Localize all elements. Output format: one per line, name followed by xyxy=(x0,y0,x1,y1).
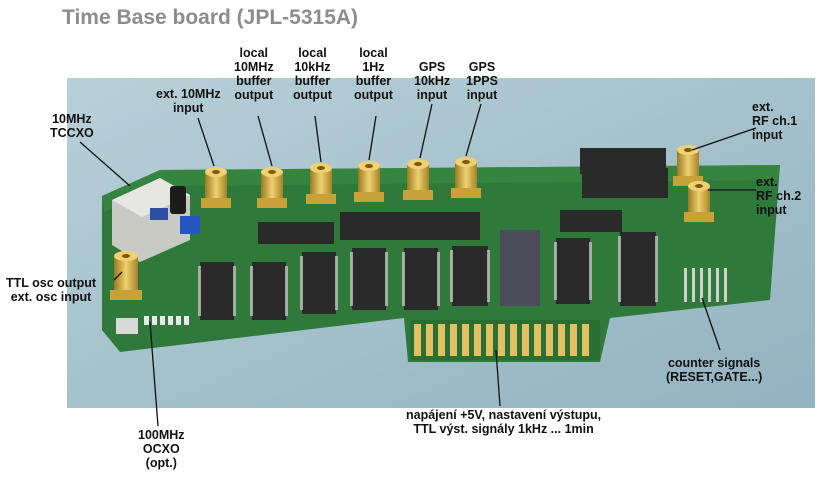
label-counter-signals: counter signals(RESET,GATE...) xyxy=(666,356,763,384)
page-title: Time Base board (JPL-5315A) xyxy=(62,6,359,29)
sma-connectors xyxy=(110,145,714,300)
ic-chips xyxy=(200,148,668,320)
pin-header xyxy=(684,268,727,302)
edge-connector xyxy=(410,320,600,360)
leader-lines xyxy=(79,103,757,427)
label-power-supply: napájení +5V, nastavení výstupu,TTL výst… xyxy=(406,408,602,436)
